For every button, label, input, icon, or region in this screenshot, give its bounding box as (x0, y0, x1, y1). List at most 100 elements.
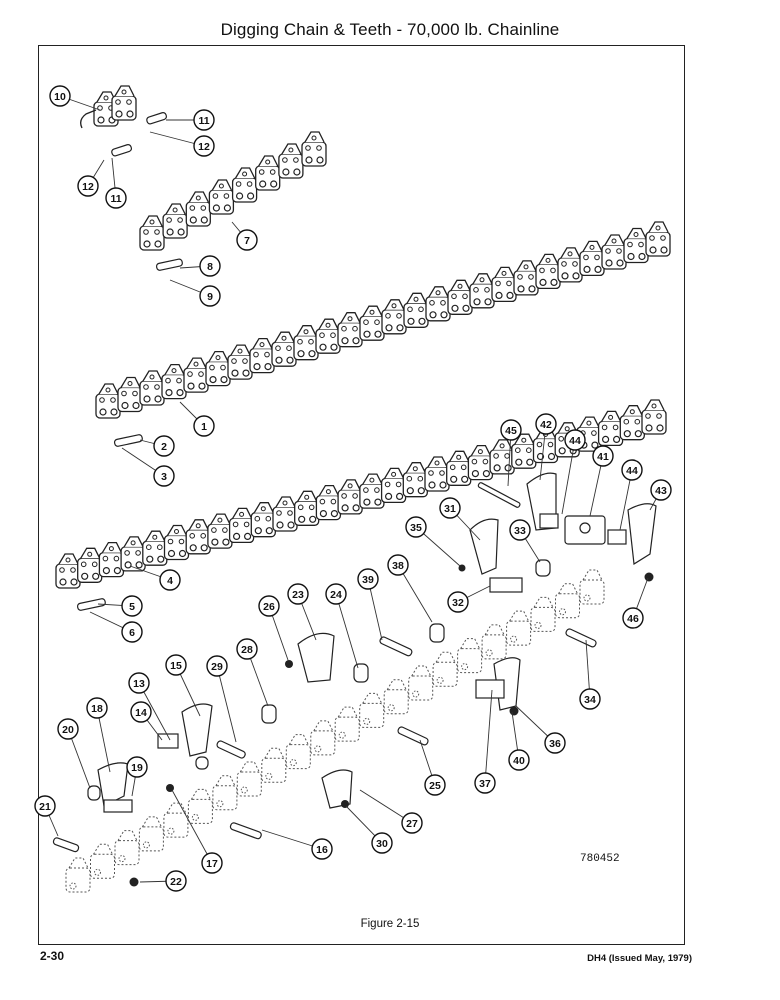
leader-line (96, 707, 111, 773)
callout-23: 23 (287, 583, 309, 605)
callout-30: 30 (371, 832, 393, 854)
leader-line (335, 593, 359, 669)
chain-link (555, 583, 580, 619)
chain-link (623, 227, 649, 264)
callout-label: 11 (198, 115, 209, 127)
callout-label: 31 (444, 503, 456, 515)
callout-label: 8 (207, 261, 213, 273)
callout-35: 35 (405, 516, 427, 538)
callout-20: 20 (57, 718, 79, 740)
nuts (129, 564, 654, 887)
chain-link (285, 734, 311, 770)
callout-label: 11 (110, 193, 121, 205)
chain-link (491, 266, 517, 303)
chain-link (205, 350, 231, 387)
callout-label: 39 (362, 574, 374, 586)
chain-link (424, 456, 450, 492)
callout-32: 32 (447, 591, 469, 613)
callout-24: 24 (325, 583, 347, 605)
callout-43: 43 (650, 479, 672, 501)
callout-10: 10 (49, 85, 71, 107)
chain-link (310, 720, 336, 756)
chain-link (380, 467, 407, 504)
chain-link (425, 286, 451, 322)
chain-link (601, 234, 627, 270)
chain-link (381, 299, 407, 335)
chain-link (249, 337, 275, 374)
chain-link (278, 143, 304, 179)
chain-stub-10 (80, 85, 137, 129)
callout-14: 14 (130, 701, 152, 723)
callout-21: 21 (34, 795, 56, 817)
callout-label: 35 (410, 522, 422, 534)
leader-line (216, 665, 237, 743)
callout-label: 30 (376, 838, 388, 850)
chain-link (619, 405, 645, 441)
chain-link (481, 624, 507, 660)
callout-36: 36 (544, 732, 566, 754)
callout-33: 33 (509, 519, 531, 541)
chain-link (231, 167, 258, 203)
callout-label: 20 (62, 724, 74, 736)
assembled-chain-ghost (65, 569, 605, 893)
chain-link (359, 692, 385, 728)
callout-39: 39 (357, 568, 379, 590)
chain-link (228, 507, 255, 544)
callout-label: 25 (429, 780, 441, 792)
callout-label: 14 (135, 707, 147, 719)
callout-22: 22 (165, 870, 187, 892)
callout-label: 33 (514, 525, 526, 537)
chain-link (446, 450, 472, 486)
chain-7 (139, 131, 327, 251)
callout-label: 4 (167, 575, 173, 587)
callout-16: 16 (311, 838, 333, 860)
leader-line (484, 689, 493, 784)
chain-link (383, 679, 409, 715)
chain-link (315, 484, 342, 521)
chain-link (250, 502, 276, 538)
chain-link (227, 344, 253, 380)
callout-41: 41 (592, 445, 614, 467)
chain-link (467, 444, 494, 481)
chain-link (337, 312, 363, 348)
callout-17: 17 (201, 852, 223, 874)
chain-link (408, 665, 434, 701)
callout-label: 23 (292, 589, 304, 601)
callout-label: 18 (91, 703, 103, 715)
chain-link (359, 473, 385, 509)
callout-8: 8 (199, 255, 221, 277)
chain-link (163, 524, 190, 561)
callout-11: 11 (105, 187, 127, 209)
callout-40: 40 (508, 749, 530, 771)
chain-link (579, 569, 605, 605)
callout-label: 45 (505, 425, 517, 437)
callout-label: 38 (392, 560, 404, 572)
chain-link (98, 541, 125, 578)
chain-link (334, 706, 360, 742)
callout-1: 1 (193, 415, 215, 437)
chain-link (535, 253, 561, 290)
chain-link (457, 638, 483, 674)
callout-34: 34 (579, 688, 601, 710)
callout-label: 24 (330, 589, 342, 601)
chain-link (117, 376, 143, 413)
leader-line (171, 789, 213, 864)
leader-line (138, 682, 171, 741)
callout-label: 21 (39, 801, 51, 813)
callout-38: 38 (387, 554, 409, 576)
callout-label: 12 (198, 141, 210, 153)
chain-link (120, 536, 146, 572)
chain-1 (95, 221, 671, 419)
chain-link (403, 292, 429, 328)
callout-label: 28 (241, 644, 253, 656)
callout-15: 15 (165, 654, 187, 676)
callout-label: 44 (626, 465, 638, 477)
callout-28: 28 (236, 638, 258, 660)
chain-link (359, 305, 385, 341)
callout-label: 12 (82, 181, 94, 193)
callout-label: 19 (131, 762, 143, 774)
callout-label: 2 (161, 441, 167, 453)
callout-label: 6 (129, 627, 135, 639)
chain-link (139, 370, 165, 406)
